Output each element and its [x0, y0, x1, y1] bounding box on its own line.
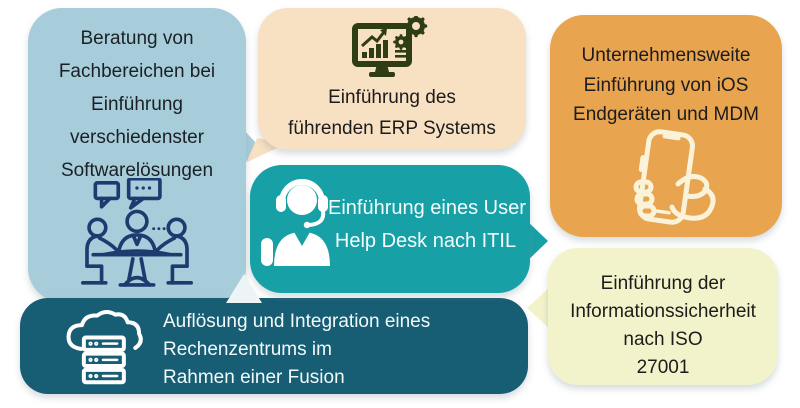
datacenter-line: Auflösung und Integration eines: [163, 311, 431, 332]
consulting-line: Einführung: [91, 94, 183, 115]
support-agent-icon: [261, 179, 330, 266]
iso-text: Einführung der Informationssicherheit na…: [548, 270, 778, 382]
meeting-icon: [81, 178, 193, 287]
iso-line: Einführung der: [600, 273, 726, 294]
datacenter-line: Rahmen einer Fusion: [163, 367, 345, 388]
helpdesk-line: Einführung eines User: [328, 197, 526, 219]
erp-text: Einführung des führenden ERP Systems: [258, 82, 526, 144]
consulting-line: Beratung von: [80, 28, 194, 49]
consulting-line: Fachbereichen bei: [58, 61, 216, 82]
erp-monitor-icon: [352, 16, 428, 77]
cloud-server-icon: [66, 310, 143, 385]
mdm-line: Endgeräten und MDM: [573, 104, 759, 125]
consulting-box: Beratung von Fachbereichen bei Einführun…: [28, 8, 246, 302]
iso-line: Informationssicherheit: [570, 301, 756, 322]
datacenter-line: Rechenzentrums im: [163, 339, 332, 360]
erp-line: führenden ERP Systems: [288, 118, 496, 139]
helpdesk-line: Help Desk nach ITIL: [334, 230, 517, 252]
phone-in-hand-icon: [633, 129, 716, 225]
datacenter-text: Auflösung und Integration eines Rechenze…: [163, 308, 430, 392]
iso-line: nach ISO: [623, 329, 703, 350]
mdm-box: Unternehmensweite Einführung von iOS End…: [550, 15, 782, 237]
consulting-line: verschiedenster: [69, 127, 205, 148]
consulting-line: Softwarelösungen: [60, 160, 214, 181]
mdm-line: Einführung von iOS: [583, 74, 749, 96]
datacenter-box: Auflösung und Integration eines Rechenze…: [20, 298, 528, 394]
iso-line: 27001: [636, 357, 690, 378]
consulting-text: Beratung von Fachbereichen bei Einführun…: [28, 22, 246, 187]
helpdesk-text: Einführung eines User Help Desk nach ITI…: [328, 192, 526, 258]
helpdesk-box: Einführung eines User Help Desk nach ITI…: [250, 165, 530, 293]
mdm-text: Unternehmensweite Einführung von iOS End…: [550, 41, 782, 130]
mdm-line: Unternehmensweite: [581, 45, 751, 66]
erp-box: Einführung des führenden ERP Systems: [258, 8, 526, 150]
erp-line: Einführung des: [328, 87, 456, 108]
iso-box: Einführung der Informationssicherheit na…: [548, 248, 778, 385]
